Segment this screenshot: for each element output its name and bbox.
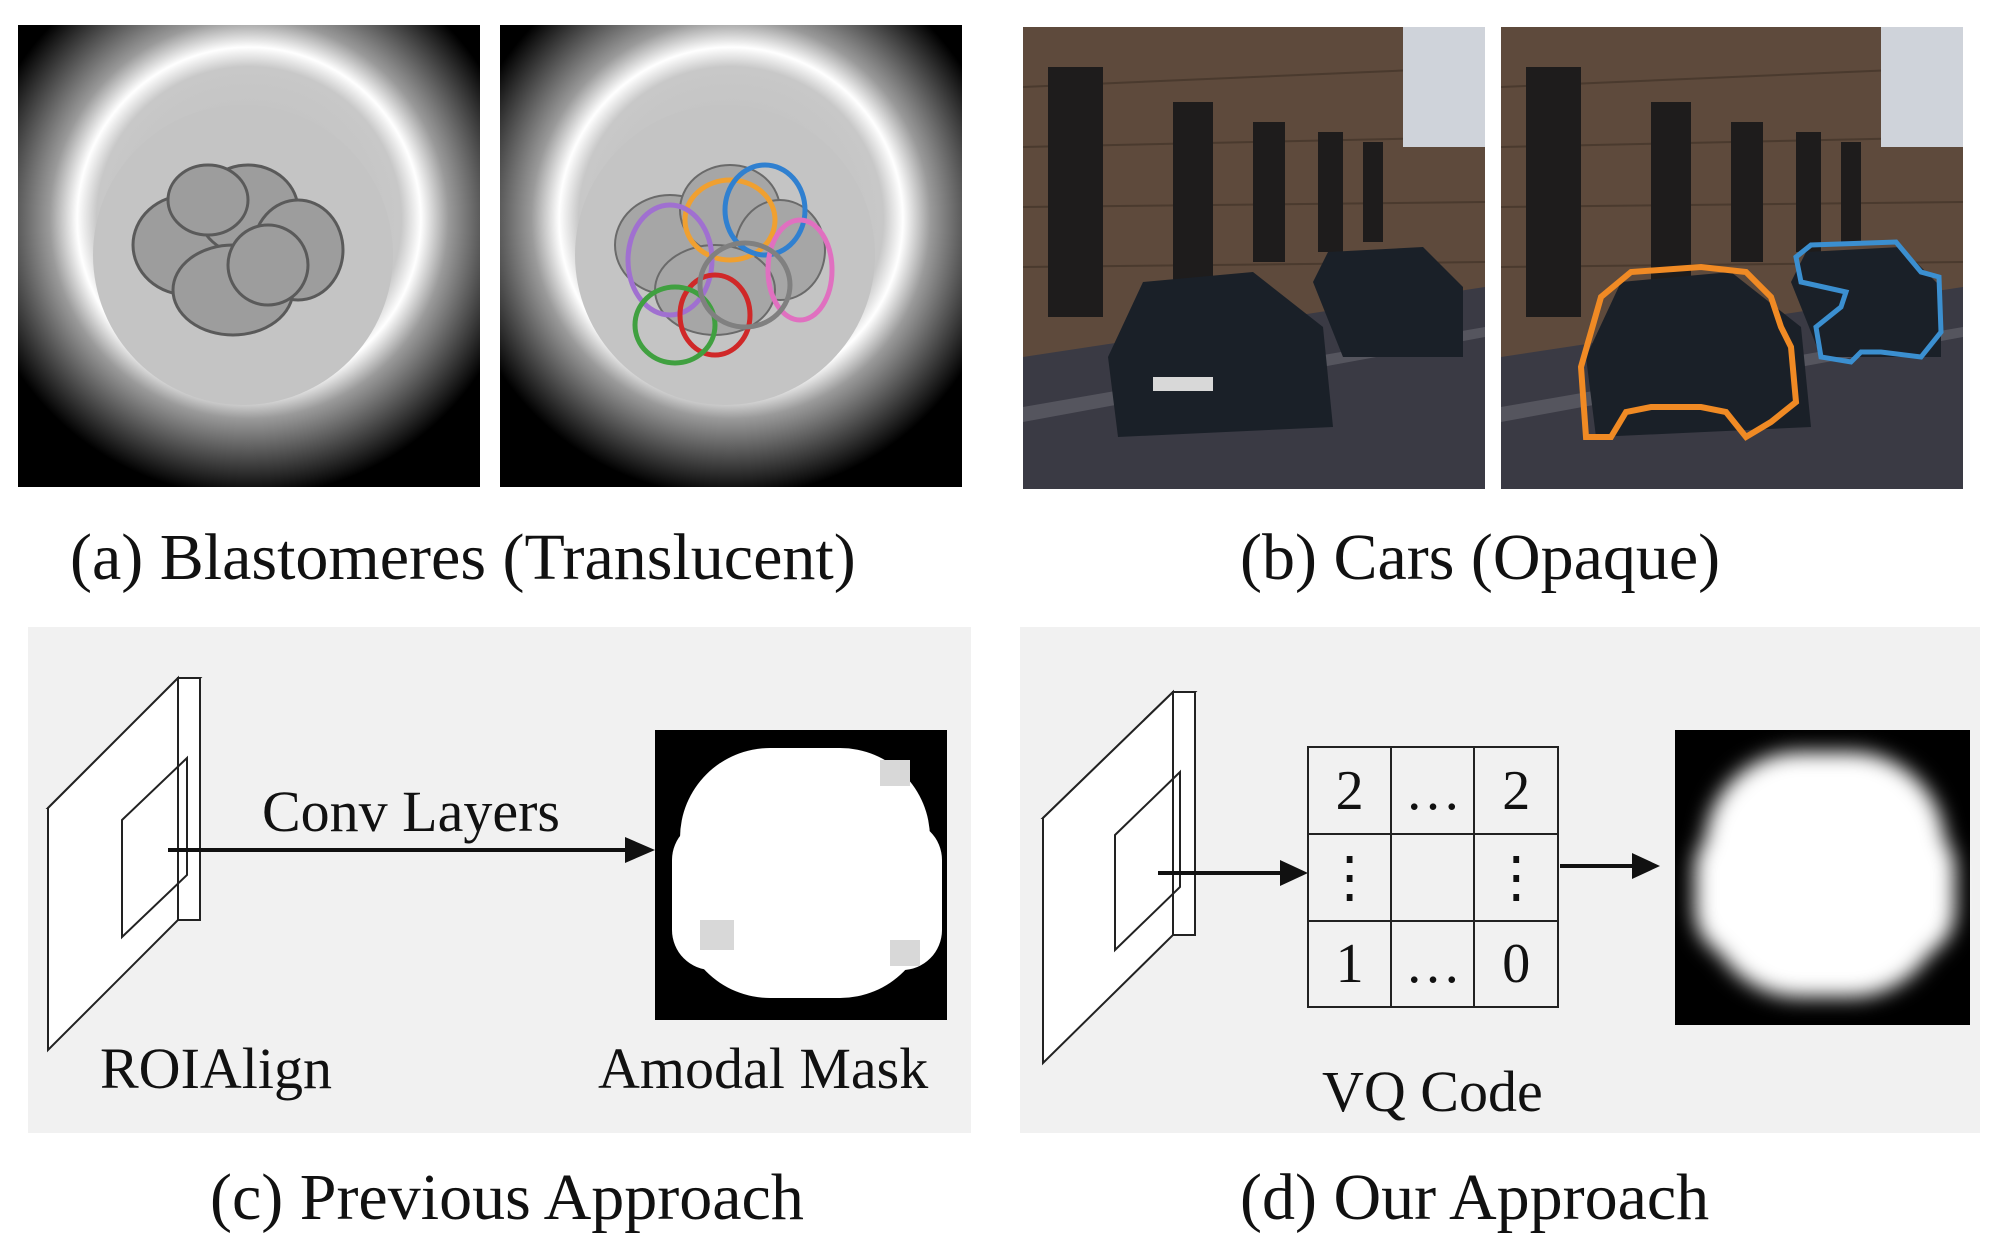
vq-code-cell: ⋮: [1488, 846, 1545, 909]
vq-code-cell: 1: [1335, 933, 1364, 996]
caption-c: (c) Previous Approach: [210, 1161, 804, 1234]
amodal-mask-label: Amodal Mask: [598, 1036, 929, 1101]
blastomere-image-raw: [18, 25, 480, 487]
street-image-annotated: [1501, 27, 1963, 489]
vq-code-cell: 2: [1502, 760, 1531, 822]
vq-code-cell: …: [1404, 933, 1461, 996]
cell-outline: [682, 177, 778, 263]
vq-code-label: VQ Code: [1322, 1059, 1543, 1124]
vq-code-cell: …: [1404, 760, 1461, 822]
cell-outline: [765, 217, 835, 323]
caption-b: (b) Cars (Opaque): [1240, 521, 1721, 594]
street-image-raw: [1023, 27, 1485, 489]
roialign-label: ROIAlign: [100, 1036, 332, 1101]
cell-outline: [632, 284, 718, 366]
vq-code-cell: 0: [1502, 933, 1531, 996]
cell-outline: [722, 162, 808, 258]
vq-code-cell: 2: [1335, 760, 1364, 822]
vq-code-cell: ⋮: [1321, 846, 1378, 909]
cell-outline: [677, 272, 753, 358]
cell-outline: [697, 240, 793, 330]
conv-layers-label: Conv Layers: [262, 779, 560, 844]
caption-d: (d) Our Approach: [1240, 1161, 1710, 1234]
blastomere-image-annotated: [500, 25, 962, 487]
caption-a: (a) Blastomeres (Translucent): [70, 521, 856, 594]
